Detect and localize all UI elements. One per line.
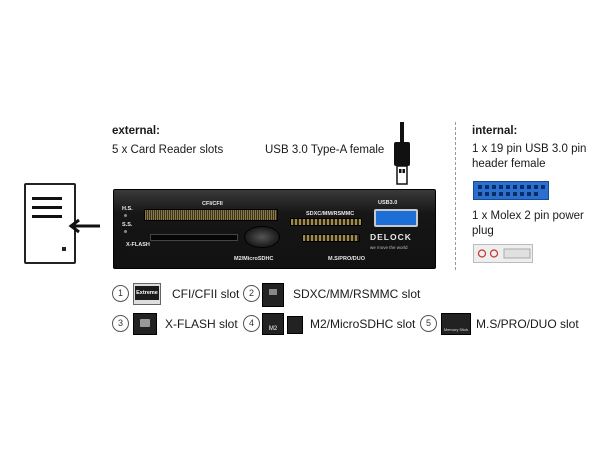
usb-port[interactable]: [374, 209, 418, 227]
usb3-label: USB3.0: [378, 200, 398, 206]
slot-number-3: 3: [112, 315, 129, 332]
cf-slot[interactable]: [144, 209, 278, 221]
sdxc-label: SDXC/MM/RSMMC: [306, 211, 355, 217]
slot-number-5: 5: [420, 315, 437, 332]
external-description: 5 x Card Reader slots: [112, 144, 224, 156]
m2-slot[interactable]: [244, 226, 280, 248]
m2-label: M2/MicroSDHC: [234, 256, 274, 262]
slot-label-cf: CFI/CFII slot: [172, 287, 240, 301]
hs-led: [124, 214, 127, 217]
ms-label: M.S/PRO/DUO: [328, 256, 365, 262]
sdxc-slot[interactable]: [290, 218, 362, 226]
slot-label-sdxc: SDXC/MM/RSMMC slot: [293, 287, 421, 301]
ss-label: S.S.: [122, 222, 133, 228]
internal-heading: internal:: [472, 125, 518, 137]
arrow-left-icon: [68, 218, 100, 234]
usb-header-label: 1 x 19 pin USB 3.0 pin header female: [472, 143, 587, 170]
slot-number-4: 4: [243, 315, 260, 332]
xd-card-icon: [133, 313, 157, 335]
slot-label-xflash: X-FLASH slot: [165, 317, 238, 331]
cf-label: CFI/CFII: [202, 201, 223, 207]
slot-number-1: 1: [112, 285, 129, 302]
xflash-slot[interactable]: [150, 234, 238, 241]
external-heading: external:: [112, 125, 160, 137]
usb-pin-header-icon: [473, 181, 549, 200]
usb-label: USB 3.0 Type-A female: [265, 144, 385, 156]
card-reader-front-panel: H.S. S.S. X-FLASH CFI/CFII M2/MicroSDHC …: [113, 189, 436, 269]
m2-card-icon: M2: [262, 313, 284, 335]
slot-label-m2: M2/MicroSDHC slot: [310, 317, 416, 331]
molex-plug-icon: [473, 244, 533, 263]
brand-logo: DELOCK: [370, 232, 412, 242]
hs-label: H.S.: [122, 206, 133, 212]
ms-slot[interactable]: [302, 234, 360, 242]
sd-card-icon: [262, 283, 284, 307]
brand-tagline: we move the world: [370, 245, 408, 250]
slot-number-2: 2: [243, 285, 260, 302]
memory-stick-icon: Memory Stick: [441, 313, 471, 335]
slot-label-ms: M.S/PRO/DUO slot: [476, 317, 579, 331]
cf-card-icon: Extreme: [133, 283, 161, 305]
section-divider: [455, 122, 456, 270]
microsd-card-icon: [287, 316, 303, 334]
ss-led: [124, 230, 127, 233]
molex-label: 1 x Molex 2 pin power plug: [472, 210, 584, 237]
xflash-label: X-FLASH: [126, 242, 150, 248]
usb-plug-icon: [394, 122, 410, 185]
